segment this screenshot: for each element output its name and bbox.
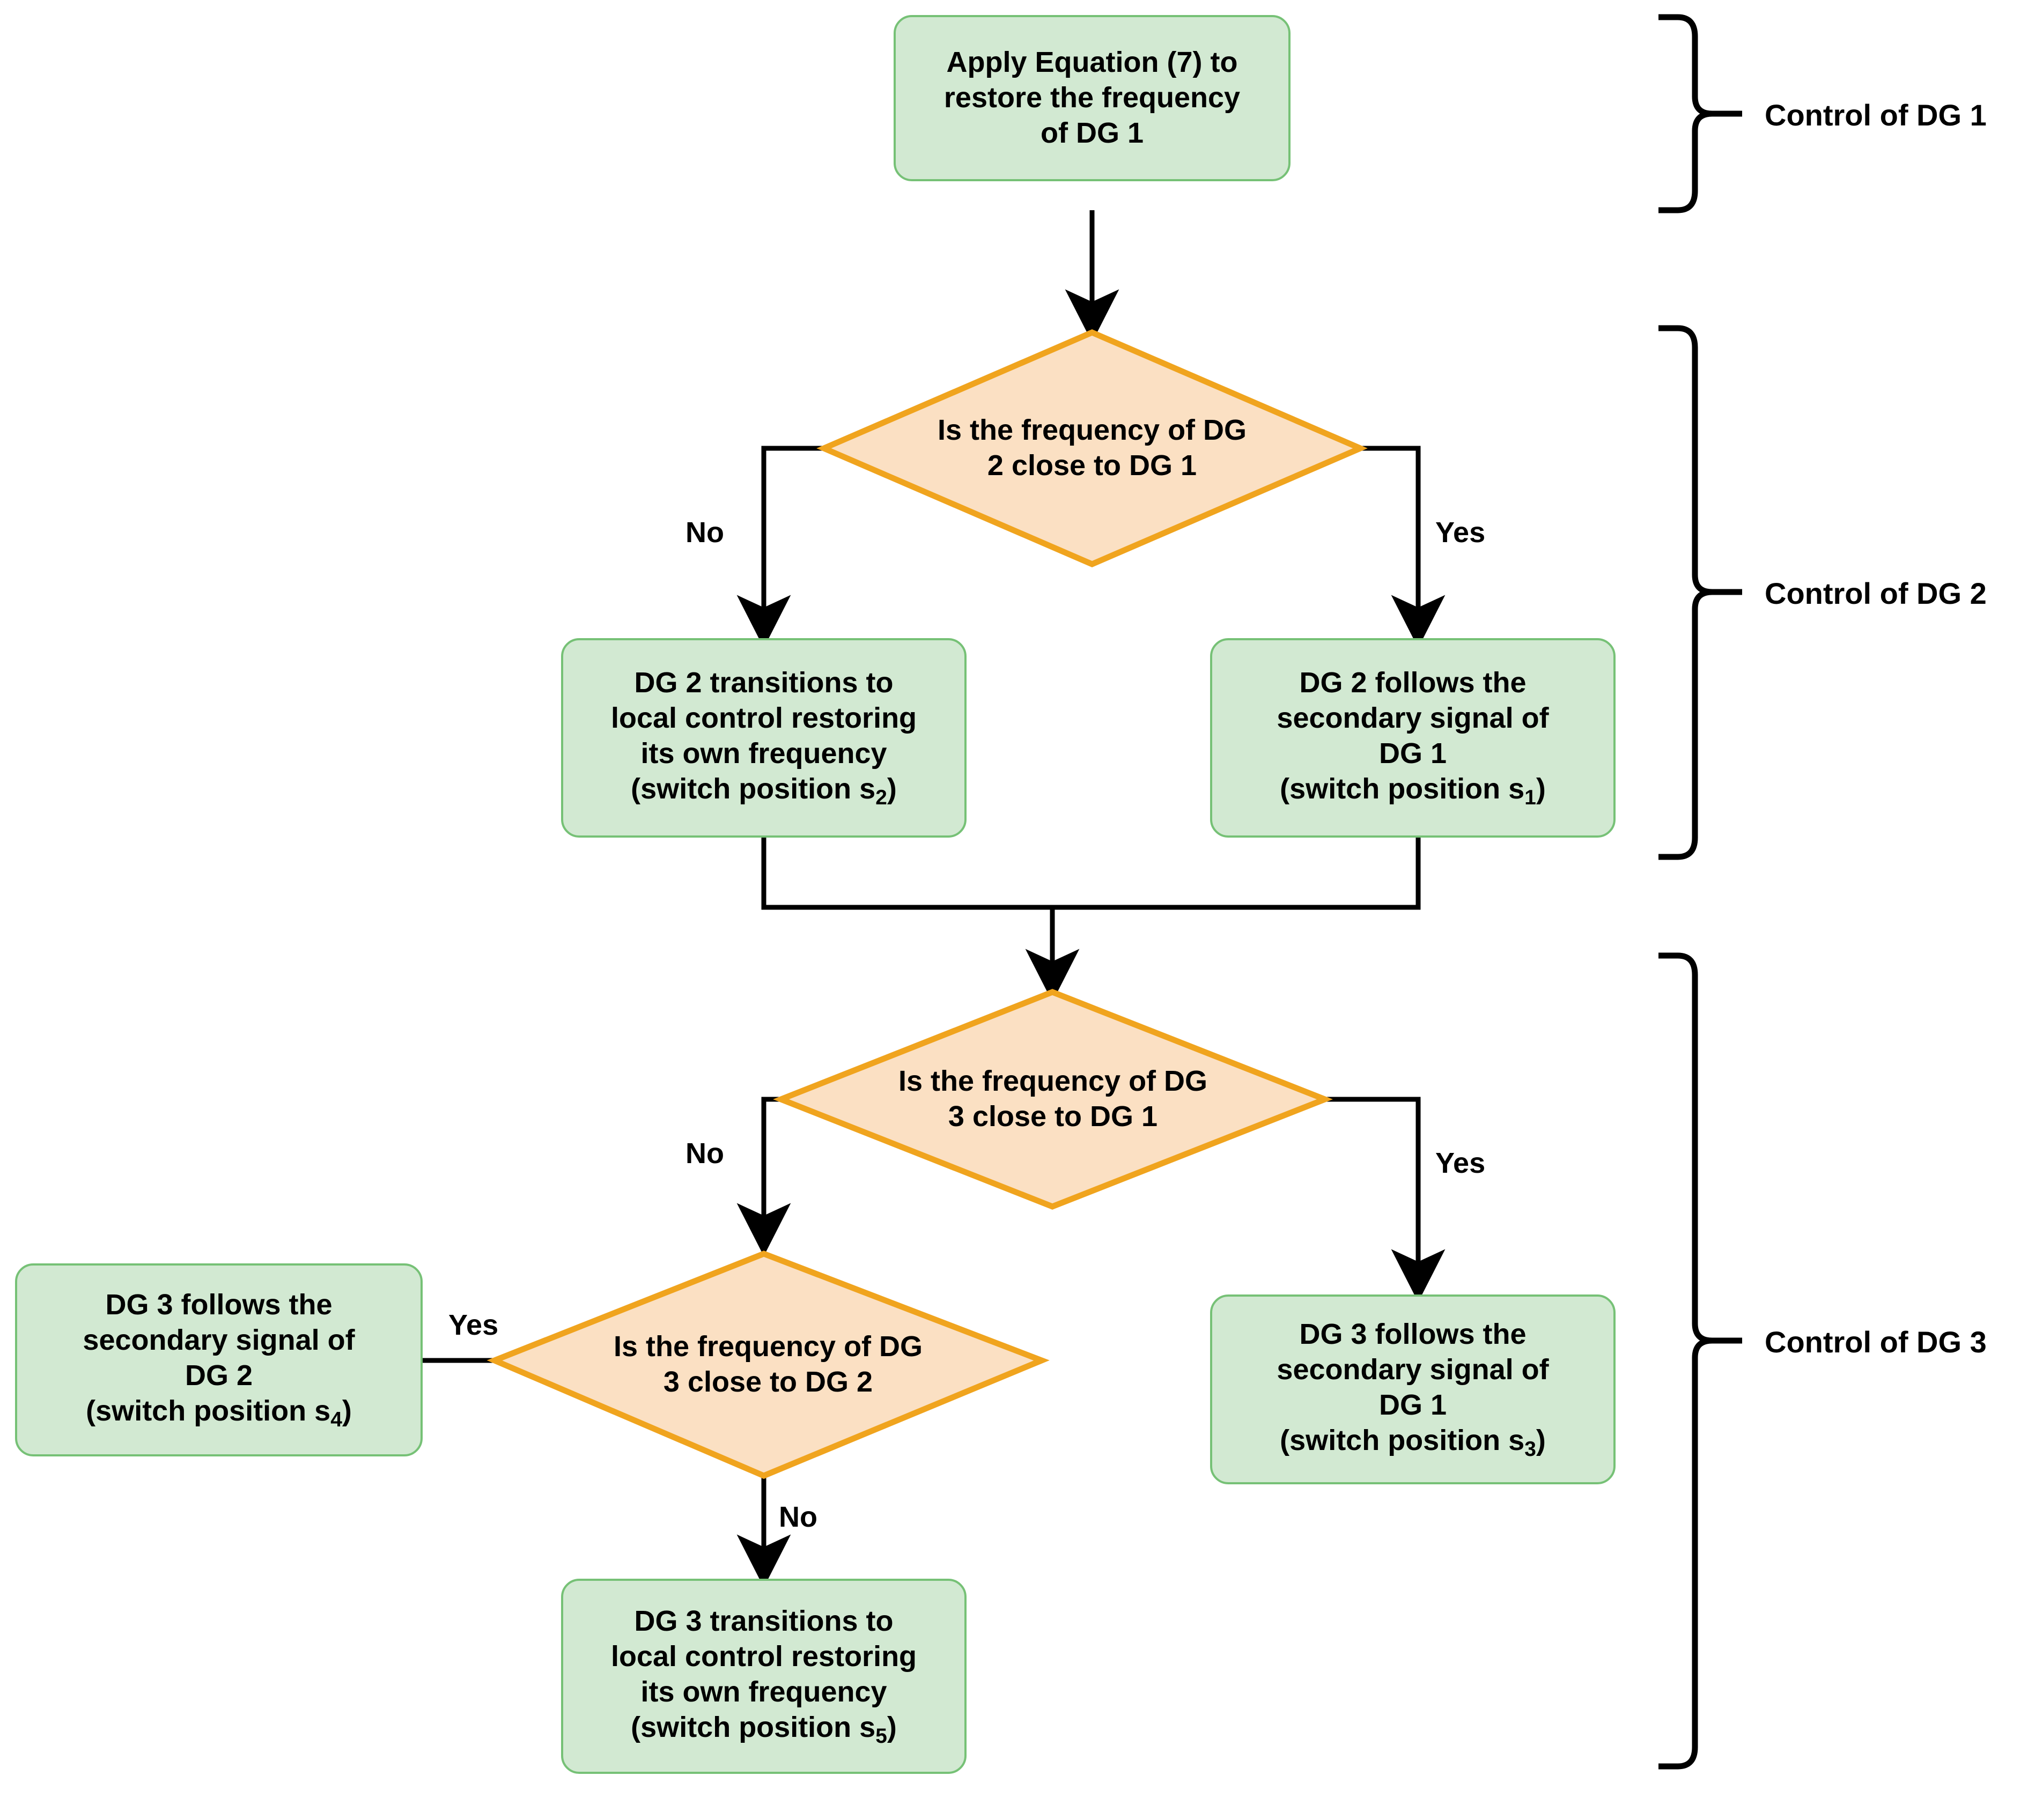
edge-label-dg3-dg1-no: No	[685, 1137, 724, 1170]
edge-label-dg2-yes: Yes	[1435, 516, 1486, 549]
edge-label-dg3-dg2-no: No	[779, 1501, 817, 1533]
brace-label-control-of-dg1: Control of DG 1	[1765, 98, 1987, 132]
brace-label-control-of-dg2: Control of DG 2	[1765, 576, 1987, 610]
brace-label-control-of-dg3: Control of DG 3	[1765, 1325, 1987, 1359]
edge-label-dg3-dg2-yes: Yes	[448, 1309, 499, 1341]
edge-label-dg3-dg1-yes: Yes	[1435, 1147, 1486, 1179]
edge-label-dg2-no: No	[685, 516, 724, 549]
